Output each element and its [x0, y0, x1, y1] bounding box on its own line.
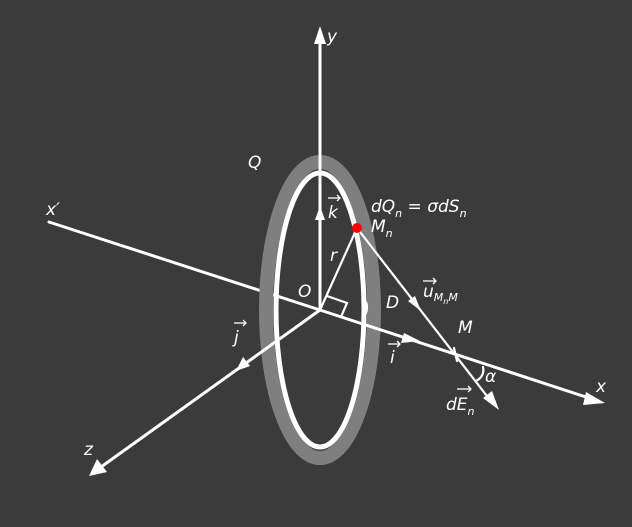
unit-vector-u-label: uMnM	[423, 277, 458, 306]
k-vector-arrowhead	[315, 206, 325, 220]
charge-element-equation: dQn = σdSn	[371, 197, 467, 220]
svg-text:dEn: dEn	[446, 395, 475, 418]
i-vector-arrowhead	[401, 333, 420, 343]
j-vector-arrowhead	[236, 357, 250, 371]
alpha-angle-arc	[474, 365, 485, 383]
m-tick-mark	[452, 346, 459, 363]
svg-text:uMnM: uMnM	[423, 282, 458, 306]
alpha-label: α	[485, 367, 496, 387]
unit-k-label: k	[328, 194, 341, 223]
d-arc-marker	[361, 296, 369, 315]
x-axis-label: x	[595, 377, 607, 397]
y-axis-label: y	[326, 27, 338, 47]
de-vector-arrowhead	[483, 391, 499, 410]
svg-text:k: k	[328, 203, 339, 223]
field-direction-line	[355, 226, 492, 402]
point-mn-label: Mn	[371, 217, 393, 240]
point-m-label: M	[458, 318, 473, 338]
svg-text:j: j	[232, 328, 239, 348]
x-prime-label: x′	[45, 200, 60, 220]
z-axis-label: z	[83, 440, 94, 460]
z-axis-arrowhead	[89, 459, 107, 476]
z-axis	[99, 308, 322, 469]
point-d-label: D	[386, 293, 399, 313]
field-element-label: dEn	[446, 385, 475, 418]
u-vector-arrowhead	[408, 296, 421, 311]
x-axis-arrowhead	[583, 392, 605, 405]
radius-segment	[318, 226, 359, 312]
charge-label: Q	[248, 153, 261, 173]
radius-label: r	[330, 246, 338, 266]
right-angle-marker	[325, 294, 349, 319]
unit-i-label: i	[388, 340, 401, 368]
origin-label: O	[298, 282, 311, 302]
y-axis-arrowhead	[314, 26, 326, 44]
unit-j-label: j	[232, 319, 247, 348]
svg-text:i: i	[390, 348, 395, 368]
point-mn	[352, 223, 362, 233]
